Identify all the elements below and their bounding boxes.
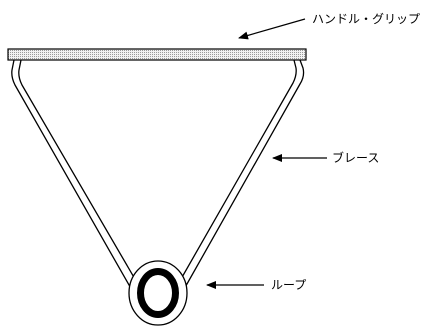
loop-label: ループ [271,278,307,292]
loop-ring [128,260,188,326]
brace-strap-left [11,59,140,293]
handle-grip-bar [7,48,307,61]
handle-grip-label: ハンドル・グリップ [312,12,421,26]
brace-strap-right [176,59,305,292]
handle-grip-arrow [238,18,306,40]
brace-label: ブレース [332,151,380,165]
